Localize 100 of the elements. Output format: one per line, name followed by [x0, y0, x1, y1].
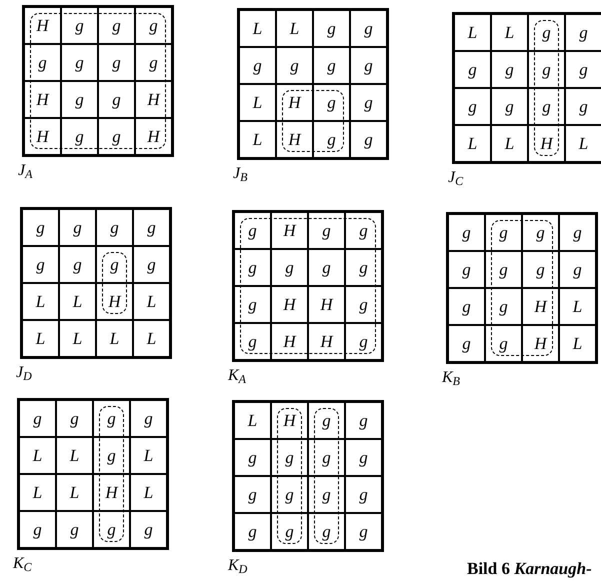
- map-cell: g: [22, 246, 59, 283]
- figure-caption: Bild 6 Karnaugh-: [467, 558, 592, 580]
- map-cell: H: [271, 212, 308, 249]
- map-cell: g: [234, 476, 271, 513]
- dashed-loop: [491, 220, 553, 356]
- map-cell: g: [522, 251, 559, 288]
- map-label: J$_{A}$: [18, 163, 32, 179]
- map-cell: g: [24, 44, 61, 81]
- map-label: K$_{D}$: [228, 558, 248, 574]
- map-cell: g: [559, 214, 596, 251]
- map-label: K$_{B}$: [442, 370, 460, 386]
- map-cell: L: [491, 14, 528, 51]
- map-cell: g: [130, 511, 167, 548]
- map-cell: L: [239, 84, 276, 121]
- map-cell: L: [454, 125, 491, 162]
- map-cell: L: [19, 437, 56, 474]
- map-cell: g: [234, 323, 271, 360]
- dashed-loop: [534, 20, 559, 156]
- map-cell: L: [454, 14, 491, 51]
- map-cell: g: [56, 400, 93, 437]
- map-cell: g: [528, 51, 565, 88]
- map-cell: g: [234, 212, 271, 249]
- map-cell: H: [135, 118, 172, 155]
- dashed-loop: [102, 252, 127, 314]
- map-cell: L: [133, 283, 170, 320]
- map-cell: g: [96, 209, 133, 246]
- map-cell: g: [559, 251, 596, 288]
- map-cell: L: [491, 125, 528, 162]
- map-cell: g: [345, 212, 382, 249]
- map-cell: g: [234, 439, 271, 476]
- map-cell: g: [528, 14, 565, 51]
- map-cell: g: [308, 249, 345, 286]
- map-cell: g: [271, 476, 308, 513]
- map-cell: L: [59, 320, 96, 357]
- map-label: J$_{C}$: [448, 170, 464, 186]
- map-cell: g: [454, 88, 491, 125]
- map-cell: L: [559, 288, 596, 325]
- map-cell: g: [308, 476, 345, 513]
- map-cell: g: [491, 51, 528, 88]
- map-cell: g: [271, 249, 308, 286]
- map-cell: g: [135, 7, 172, 44]
- map-cell: H: [308, 323, 345, 360]
- map-cell: g: [345, 249, 382, 286]
- map-cell: g: [130, 400, 167, 437]
- map-cell: H: [96, 283, 133, 320]
- map-cell: g: [22, 209, 59, 246]
- map-cell: H: [271, 402, 308, 439]
- map-cell: H: [522, 325, 559, 362]
- map-cell: L: [56, 437, 93, 474]
- map-cell: L: [22, 283, 59, 320]
- dashed-loop: [282, 90, 344, 152]
- map-cell: g: [98, 7, 135, 44]
- map-cell: g: [448, 325, 485, 362]
- map-cell: g: [308, 212, 345, 249]
- map-cell: L: [239, 121, 276, 158]
- map-cell: g: [454, 51, 491, 88]
- map-cell: g: [313, 121, 350, 158]
- map-cell: L: [234, 402, 271, 439]
- map-cell: g: [313, 84, 350, 121]
- map-cell: L: [22, 320, 59, 357]
- map-cell: g: [239, 47, 276, 84]
- map-cell: g: [61, 7, 98, 44]
- map-cell: L: [130, 437, 167, 474]
- map-cell: g: [448, 214, 485, 251]
- map-cell: g: [345, 439, 382, 476]
- map-cell: g: [61, 81, 98, 118]
- map-cell: g: [350, 84, 387, 121]
- map-cell: g: [565, 14, 601, 51]
- map-cell: g: [93, 511, 130, 548]
- map-cell: g: [234, 513, 271, 550]
- map-cell: g: [345, 402, 382, 439]
- dashed-loop: [99, 406, 124, 542]
- map-cell: g: [308, 439, 345, 476]
- map-label: K$_{A}$: [228, 368, 246, 384]
- map-cell: g: [448, 251, 485, 288]
- map-cell: L: [133, 320, 170, 357]
- map-cell: g: [528, 88, 565, 125]
- map-cell: g: [313, 10, 350, 47]
- map-cell: g: [93, 437, 130, 474]
- map-cell: L: [565, 125, 601, 162]
- map-cell: L: [59, 283, 96, 320]
- map-cell: H: [308, 286, 345, 323]
- map-cell: L: [239, 10, 276, 47]
- map-cell: g: [98, 118, 135, 155]
- dashed-loop: [240, 218, 376, 354]
- map-cell: g: [448, 288, 485, 325]
- map-cell: g: [345, 513, 382, 550]
- dashed-loop: [30, 13, 166, 149]
- map-cell: H: [276, 84, 313, 121]
- map-cell: g: [61, 118, 98, 155]
- map-cell: g: [485, 288, 522, 325]
- map-cell: g: [350, 10, 387, 47]
- map-cell: g: [56, 511, 93, 548]
- map-cell: H: [528, 125, 565, 162]
- map-cell: g: [345, 476, 382, 513]
- map-cell: L: [559, 325, 596, 362]
- map-cell: H: [24, 81, 61, 118]
- map-cell: L: [96, 320, 133, 357]
- map-cell: L: [56, 474, 93, 511]
- map-cell: g: [485, 251, 522, 288]
